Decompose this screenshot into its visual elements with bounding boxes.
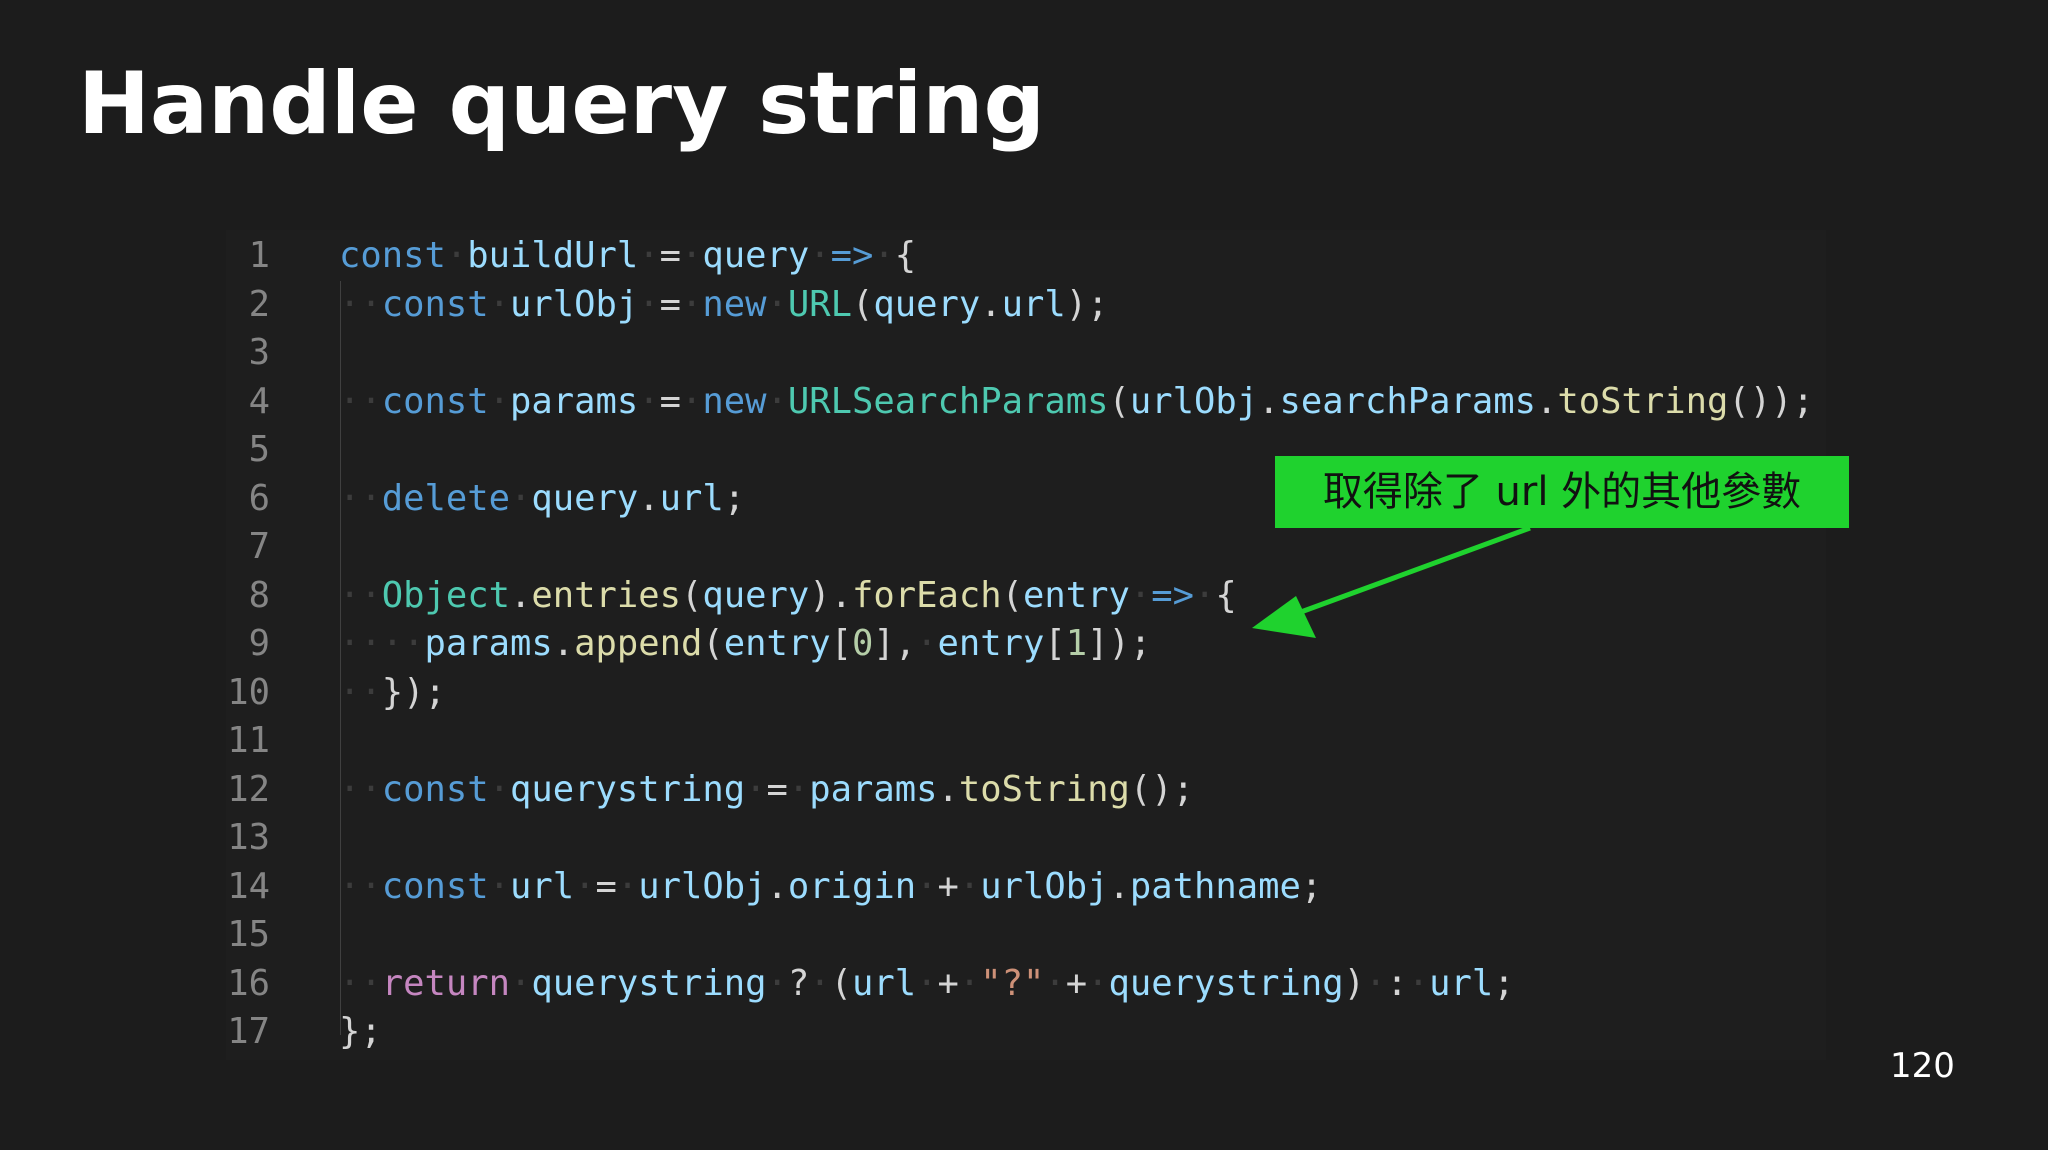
line-number: 17: [227, 1011, 270, 1052]
line-number: 13: [227, 817, 270, 858]
line-number: 1: [248, 235, 270, 276]
line-source: ··});: [339, 671, 446, 713]
line-source: ····params.append(entry[0],·entry[1]);: [339, 623, 1152, 664]
line-number: 10: [227, 671, 270, 713]
line-number: 14: [227, 865, 270, 907]
line-number: 4: [248, 380, 270, 422]
line-number: 15: [227, 914, 270, 955]
line-number: 8: [248, 574, 270, 616]
page-number: 120: [1890, 1046, 1955, 1086]
line-number: 12: [227, 768, 270, 810]
line-source: ··const·urlObj·=·new·URL(query.url);: [339, 283, 1109, 325]
line-number: 16: [227, 962, 270, 1004]
slide-title: Handle query string: [78, 54, 1046, 154]
line-source: ··const·params·=·new·URLSearchParams(url…: [339, 380, 1814, 422]
line-number: 7: [248, 526, 270, 567]
line-number: 9: [248, 623, 270, 664]
line-number: 3: [248, 332, 270, 373]
line-source: ··Object.entries(query).forEach(entry·=>…: [339, 574, 1237, 616]
indent-guide: [340, 281, 341, 1035]
line-source: ··const·querystring·=·params.toString();: [339, 768, 1194, 810]
callout-label: 取得除了 url 外的其他參數: [1275, 456, 1849, 528]
line-source: ··const·url·=·urlObj.origin·+·urlObj.pat…: [339, 865, 1323, 907]
line-source: ··return·querystring·?·(url·+·"?"·+·quer…: [339, 962, 1515, 1004]
line-source: };: [339, 1011, 382, 1052]
line-source: ··delete·query.url;: [339, 477, 746, 519]
line-number: 5: [248, 429, 270, 470]
line-source: const·buildUrl·=·query·=>·{: [339, 235, 917, 276]
line-number: 11: [227, 720, 270, 761]
code-panel: [226, 230, 1826, 1060]
line-number: 6: [248, 477, 270, 519]
line-number: 2: [248, 283, 270, 325]
